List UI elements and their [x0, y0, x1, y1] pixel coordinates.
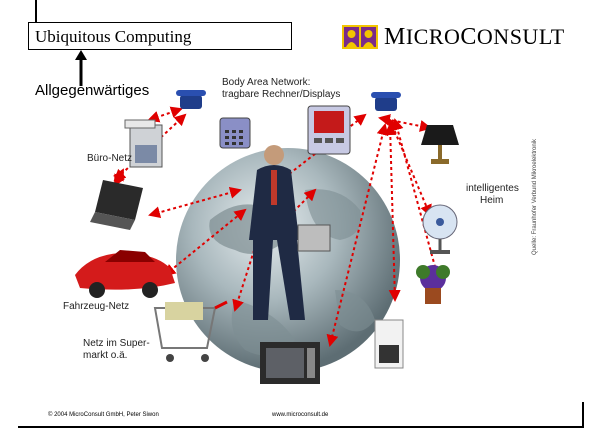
- label-body-area-network: Body Area Network: tragbare Rechner/Disp…: [222, 77, 340, 101]
- telephone-left-icon: [176, 90, 206, 109]
- footer-copyright: © 2004 MicroConsult GmbH, Peter Siwon: [48, 412, 159, 418]
- label-body-area-network-line1: Body Area Network:: [222, 77, 311, 88]
- callout-label: Allgegenwärtiges: [35, 82, 150, 99]
- plant-icon: [416, 265, 450, 304]
- printer-icon: [124, 119, 163, 168]
- label-fahrzeug-netz: Fahrzeug-Netz: [63, 301, 130, 312]
- label-supermarkt-line2: markt o.ä.: [83, 350, 128, 361]
- businessman-figure: [249, 145, 331, 320]
- logo-micro: ICRO: [405, 24, 461, 49]
- shopping-cart-icon: [153, 300, 228, 362]
- label-buero-netz: Büro-Netz: [87, 153, 133, 164]
- logo-letter-m: M: [384, 24, 406, 50]
- footer-corner-line: [582, 402, 584, 428]
- logo-wordmark: MICROCONSULT: [384, 24, 565, 51]
- slide-title-text: Ubiquitous Computing: [35, 27, 192, 46]
- microconsult-logo-icon: [342, 25, 378, 49]
- logo-consult: ONSULT: [476, 24, 565, 49]
- network-illustration: [75, 90, 459, 384]
- microconsult-logo: MICROCONSULT: [342, 24, 588, 50]
- label-heim: Heim: [480, 195, 504, 206]
- label-supermarkt: Netz im Super- markt o.ä.: [83, 338, 150, 362]
- telephone-right-icon: [371, 92, 401, 111]
- pda-display-icon: [307, 105, 351, 155]
- footer-url[interactable]: www.microconsult.de: [272, 412, 329, 418]
- calculator-icon: [219, 117, 251, 149]
- coffee-maker-icon: [374, 319, 404, 369]
- title-connector-line: [35, 0, 37, 22]
- up-arrow-icon: [75, 50, 87, 86]
- label-body-area-network-line2: tragbare Rechner/Displays: [222, 89, 341, 100]
- fan-icon: [422, 204, 458, 254]
- label-supermarkt-line1: Netz im Super-: [83, 338, 150, 349]
- label-intelligentes: intelligentes: [466, 183, 519, 194]
- figure-source-note: Quelle: Fraunhofer Verbund Mikroelektron…: [532, 138, 538, 255]
- logo-letter-c: C: [460, 24, 477, 50]
- car-icon: [75, 250, 175, 298]
- lamp-icon: [421, 125, 459, 164]
- footer-divider: [18, 426, 584, 428]
- slide-title: Ubiquitous Computing: [28, 22, 292, 50]
- laptop-icon: [90, 180, 143, 230]
- ubiquitous-computing-illustration: Body Area Network: tragbare Rechner/Disp…: [35, 70, 572, 395]
- microwave-icon: [260, 342, 320, 384]
- label-intelligentes-heim: intelligentes Heim: [466, 183, 519, 207]
